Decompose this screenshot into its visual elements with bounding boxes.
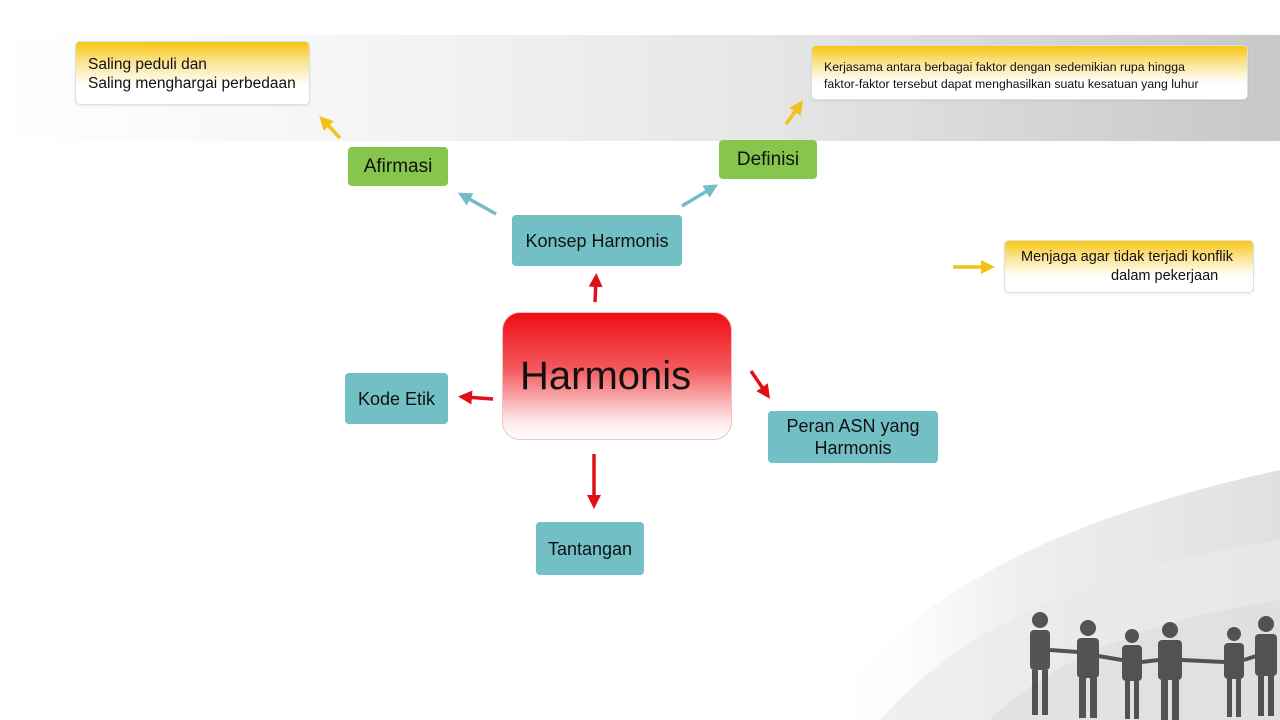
definisi-node: Definisi	[719, 140, 817, 179]
definisi-note-line-2: faktor-faktor tersebut dapat menghasilka…	[824, 77, 1199, 91]
afirmasi-note-line-2: Saling menghargai perbedaan	[88, 75, 296, 92]
konsep-harmonis-node: Konsep Harmonis	[512, 215, 682, 266]
tantangan-node: Tantangan	[536, 522, 644, 575]
afirmasi-note-line-1: Saling peduli dan	[88, 56, 207, 73]
peran-asn-node: Peran ASN yang Harmonis	[768, 411, 938, 463]
afirmasi-node: Afirmasi	[348, 147, 448, 186]
kode-etik-node: Kode Etik	[345, 373, 448, 424]
definisi-label: Definisi	[736, 148, 800, 170]
afirmasi-label: Afirmasi	[363, 155, 433, 177]
definisi-note: Kerjasama antara berbagai faktor dengan …	[811, 45, 1248, 100]
afirmasi-note: Saling peduli dan Saling menghargai perb…	[75, 41, 310, 105]
definisi-note-line-1: Kerjasama antara berbagai faktor dengan …	[824, 60, 1185, 74]
partial-note-line-2: dalam pekerjaan	[1111, 268, 1219, 284]
harmonis-center-node: Harmonis	[502, 312, 732, 440]
tantangan-label: Tantangan	[547, 538, 633, 559]
kode-etik-label: Kode Etik	[357, 388, 436, 409]
partial-note-line-1: Menjaga agar tidak terjadi konflik	[1021, 249, 1233, 265]
konsep-harmonis-label: Konsep Harmonis	[525, 230, 669, 251]
peran-asn-label-line-2: Harmonis	[814, 438, 892, 458]
harmonis-center-label: Harmonis	[520, 353, 692, 398]
partial-note: Menjaga agar tidak terjadi konflik dalam…	[1004, 240, 1254, 293]
peran-asn-label-line-1: Peran ASN yang	[786, 416, 920, 436]
